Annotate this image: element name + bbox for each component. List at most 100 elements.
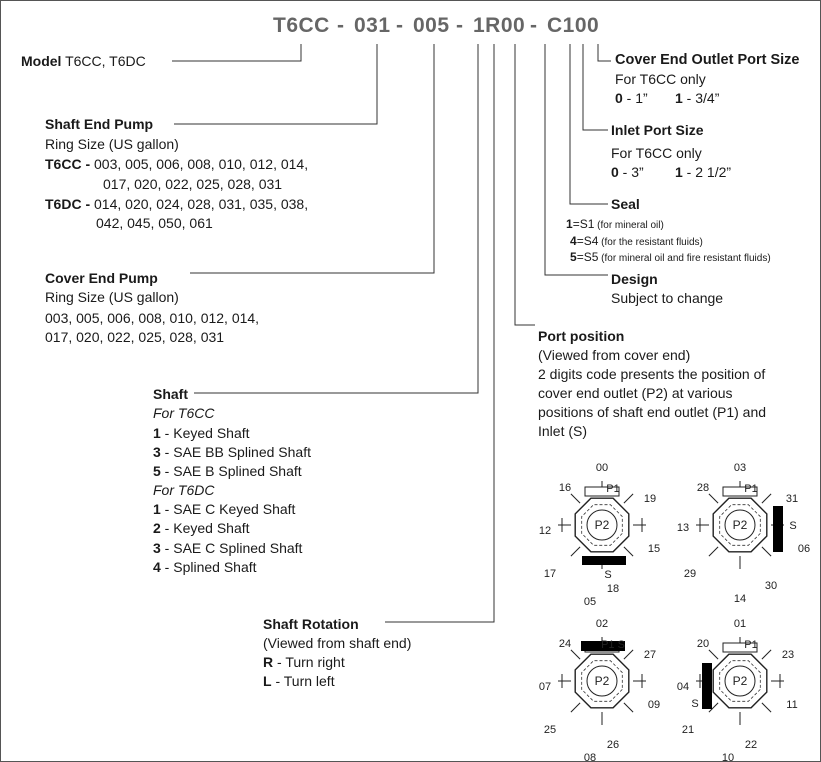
code-shaft-rotation-port: 1R00 [473, 14, 526, 37]
port-position-line: (Viewed from cover end) [538, 347, 691, 363]
position-number: 12 [539, 525, 551, 537]
shaft-option: 2 - Keyed Shaft [153, 520, 250, 536]
seal-option: 5=S5 (for mineral oil and fire resistant… [570, 250, 771, 264]
code-dash: - [337, 14, 344, 37]
position-number: 17 [544, 568, 556, 580]
position-number: 28 [697, 482, 709, 494]
port-line [623, 649, 634, 660]
seal-option: 1=S1 (for mineral oil) [566, 217, 664, 231]
s-label: S [691, 698, 698, 710]
inlet-option: 1 - 2 1/2” [675, 164, 732, 180]
port-line [623, 702, 634, 713]
shaft-rotation-subtitle: (Viewed from shaft end) [263, 635, 412, 651]
code-dash: - [396, 14, 403, 37]
shaft-end-leader [174, 44, 378, 125]
inlet-option: 0 - 3” [611, 164, 644, 180]
position-number: 15 [648, 543, 660, 555]
inlet-title: Inlet Port Size [611, 122, 704, 138]
port-position-line: positions of shaft end outlet (P1) and [538, 404, 767, 420]
cover-end-pump-title: Cover End Pump [45, 270, 158, 286]
shaft-title: Shaft [153, 386, 188, 402]
position-number: 13 [677, 522, 689, 534]
cover-end-line2: 017, 020, 022, 025, 028, 031 [45, 329, 225, 345]
code-model: T6CC [273, 14, 330, 37]
seal-title: Seal [611, 196, 640, 212]
p1-label: P1 [606, 483, 619, 495]
p2-port [724, 509, 756, 541]
p2-label: P2 [733, 674, 748, 688]
port-line [570, 649, 581, 660]
shaft-option: 1 - Keyed Shaft [153, 425, 250, 441]
position-number: 00 [596, 462, 608, 474]
octagon-inner [719, 504, 761, 546]
octagon-body [712, 653, 768, 709]
position-number: 16 [559, 482, 571, 494]
shaft-option: 5 - SAE B Splined Shaft [153, 463, 302, 479]
inlet-leader [582, 44, 608, 131]
cover-end-line1: 003, 005, 006, 008, 010, 012, 014, [45, 310, 260, 326]
p2-label: P2 [595, 518, 610, 532]
port-line [708, 649, 719, 660]
outlet-leader [597, 44, 611, 62]
seal-leader [569, 44, 608, 205]
shaft-end-pump-title: Shaft End Pump [45, 116, 154, 132]
cover-end-pump-subtitle: Ring Size (US gallon) [45, 289, 179, 305]
port-line [570, 546, 581, 557]
position-number: 04 [677, 681, 689, 693]
rotation-leader [385, 44, 495, 623]
shaft-t6cc-heading: For T6CC [153, 405, 215, 421]
position-number: 22 [745, 739, 757, 751]
port-line [761, 702, 772, 713]
shaft-end-t6dc: T6DC - 014, 020, 024, 028, 031, 035, 038… [45, 196, 309, 212]
shaft-option: 3 - SAE BB Splined Shaft [153, 444, 311, 460]
p1-flange [722, 486, 758, 497]
p1-flange [722, 642, 758, 653]
port-leader [514, 44, 535, 326]
position-number: 11 [786, 699, 797, 711]
rotation-option: R - Turn right [263, 654, 345, 670]
model-label: Model T6CC, T6DC [21, 53, 146, 69]
position-number: 01 [734, 618, 746, 630]
p1-label: P1 [744, 639, 757, 651]
position-number: 21 [682, 724, 694, 736]
s-label: S [604, 569, 611, 581]
inlet-bar [773, 506, 783, 552]
position-number: 29 [684, 568, 696, 580]
position-number: 10 [722, 752, 734, 762]
octagon-inner [581, 504, 623, 546]
shaft-end-t6cc-line2: 017, 020, 022, 025, 028, 031 [103, 176, 283, 192]
octagon-body [574, 497, 630, 553]
position-number: 03 [734, 462, 746, 474]
shaft-end-t6cc: T6CC - 003, 005, 006, 008, 010, 012, 014… [45, 156, 309, 172]
port-line [623, 546, 634, 557]
p1-label: P1 S [601, 639, 625, 651]
port-line [623, 493, 634, 504]
position-number: 14 [734, 593, 746, 605]
port-position-line: 2 digits code presents the position of [538, 366, 766, 382]
outlet-option: 0 - 1” [615, 90, 648, 106]
design-leader [544, 44, 608, 276]
shaft-end-pump-subtitle: Ring Size (US gallon) [45, 136, 179, 152]
octagon-body [574, 653, 630, 709]
port-position-title: Port position [538, 328, 625, 344]
p2-port [724, 665, 756, 697]
rotation-option: L - Turn left [263, 673, 335, 689]
shaft-option: 4 - Splined Shaft [153, 559, 257, 575]
port-line [570, 702, 581, 713]
position-number: 23 [782, 649, 794, 661]
port-line [708, 702, 719, 713]
port-line [761, 493, 772, 504]
inlet-bar [582, 556, 626, 565]
inlet-bar [581, 641, 625, 651]
position-number: 26 [607, 739, 619, 751]
position-number: 24 [559, 638, 571, 650]
port-line [708, 493, 719, 504]
position-number: 19 [644, 493, 656, 505]
design-note: Subject to change [611, 290, 724, 306]
port-position-line: Inlet (S) [538, 423, 588, 439]
octagon-body [712, 497, 768, 553]
outlet-title: Cover End Outlet Port Size [615, 52, 800, 68]
port-line [570, 493, 581, 504]
position-number: 27 [644, 649, 656, 661]
